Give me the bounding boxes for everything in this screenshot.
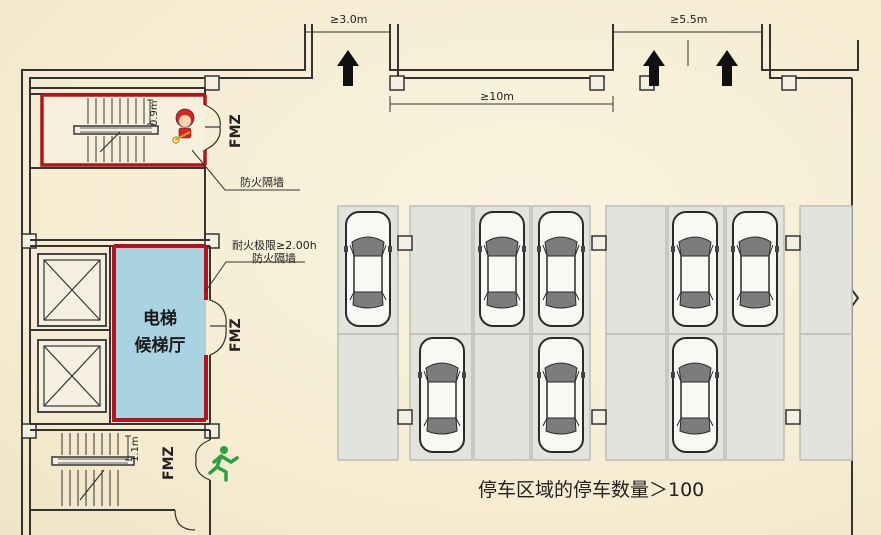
parking-summary: 停车区域的停车数量＞100 <box>478 479 705 501</box>
emergency-exit-icon <box>208 446 239 482</box>
parked-car <box>536 337 586 453</box>
entrance-arrow-icon <box>337 50 359 86</box>
dimension-entrance-right: ≥5.5m <box>670 13 708 26</box>
core-walls <box>30 87 211 535</box>
dimension-stair-bottom: 1.1m <box>130 436 141 462</box>
door-label-lobby: FMZ <box>228 318 244 352</box>
stairwell-bottom <box>51 433 135 506</box>
parked-car <box>730 211 780 327</box>
dimension-entrance-left: ≥3.0m <box>330 13 368 26</box>
parked-car <box>477 211 527 327</box>
elevator-shafts <box>37 253 107 413</box>
elevator-lobby-walls <box>109 244 208 424</box>
dimension-lines <box>305 31 762 112</box>
elevator-icon <box>37 339 107 413</box>
parked-car <box>417 337 467 453</box>
firefighter-icon <box>172 108 195 144</box>
parked-car <box>670 211 720 327</box>
parked-car <box>343 211 393 327</box>
entrance-arrow-icon <box>716 50 738 86</box>
door-swing-lobby <box>209 299 227 356</box>
dimension-entrance-spacing: ≥10m <box>480 90 514 103</box>
entrance-arrow-icon <box>643 50 665 86</box>
stairwell-top <box>40 93 207 167</box>
door-label-bottom: FMZ <box>161 446 177 480</box>
elevator-hall-line1: 电梯 <box>143 309 177 329</box>
parked-car <box>536 211 586 327</box>
elevator-icon <box>37 253 107 327</box>
parked-car <box>670 337 720 453</box>
door-swing-top <box>204 104 221 151</box>
dimension-stair-top: 0.9m <box>149 100 160 126</box>
label-firewall-top: 防火隔墙 <box>240 176 284 189</box>
elevator-hall-label: 电梯 候梯厅 <box>114 306 206 360</box>
annotation-leaders <box>191 149 305 293</box>
entrance-arrows <box>337 50 738 86</box>
door-swing-bottom <box>174 439 211 531</box>
label-fire-rating: 耐火极限≥2.00h <box>232 239 317 252</box>
door-label-top: FMZ <box>228 114 244 148</box>
elevator-hall-line2: 候梯厅 <box>134 336 186 356</box>
label-firewall-lobby: 防火隔墙 <box>252 252 296 265</box>
